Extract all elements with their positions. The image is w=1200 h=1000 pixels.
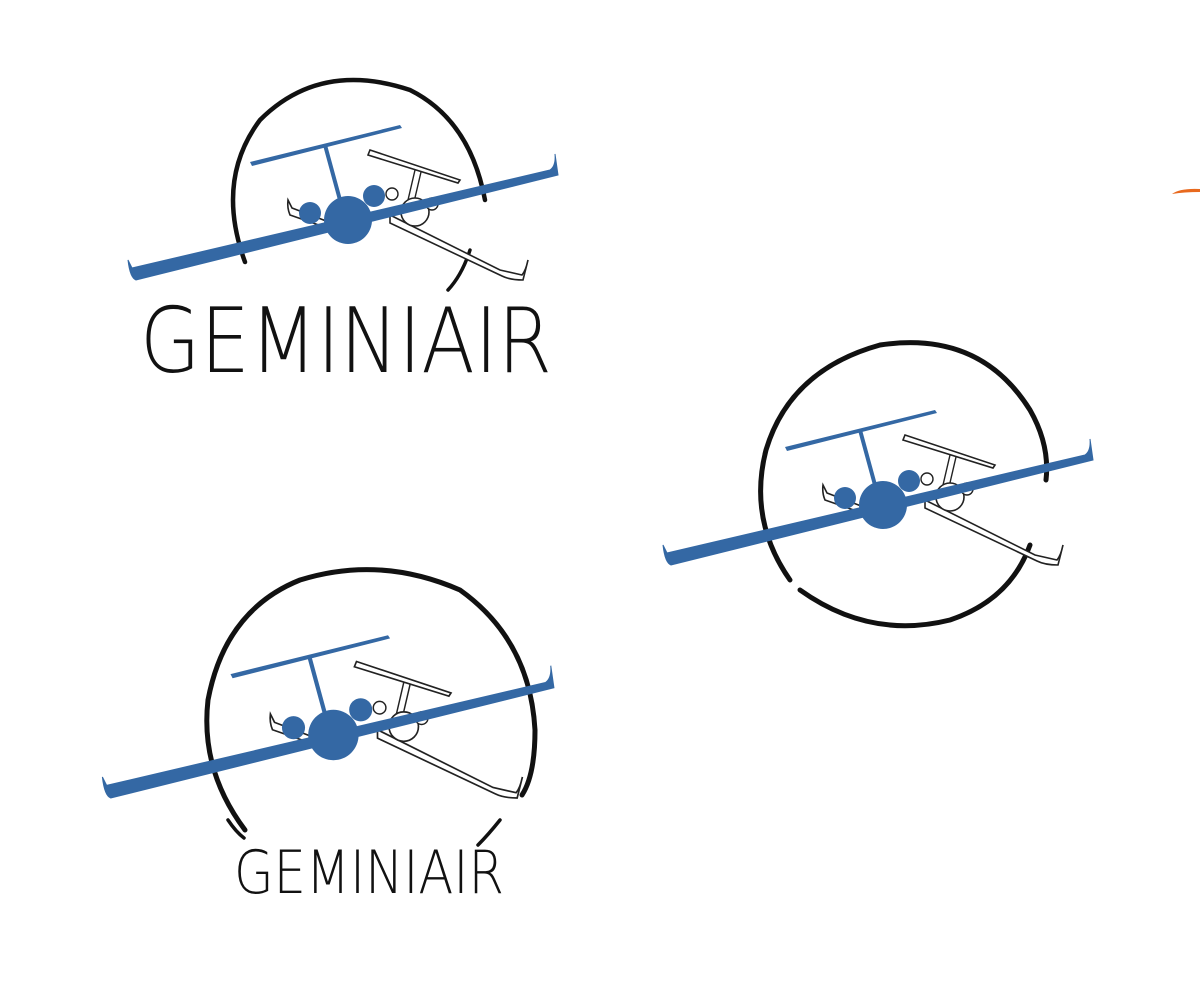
wordmark-top: GEMINIAIR — [140, 289, 552, 394]
wordmark-bottom: GEMINIAIR — [234, 838, 504, 908]
orange-swoosh-icon — [1172, 188, 1200, 194]
